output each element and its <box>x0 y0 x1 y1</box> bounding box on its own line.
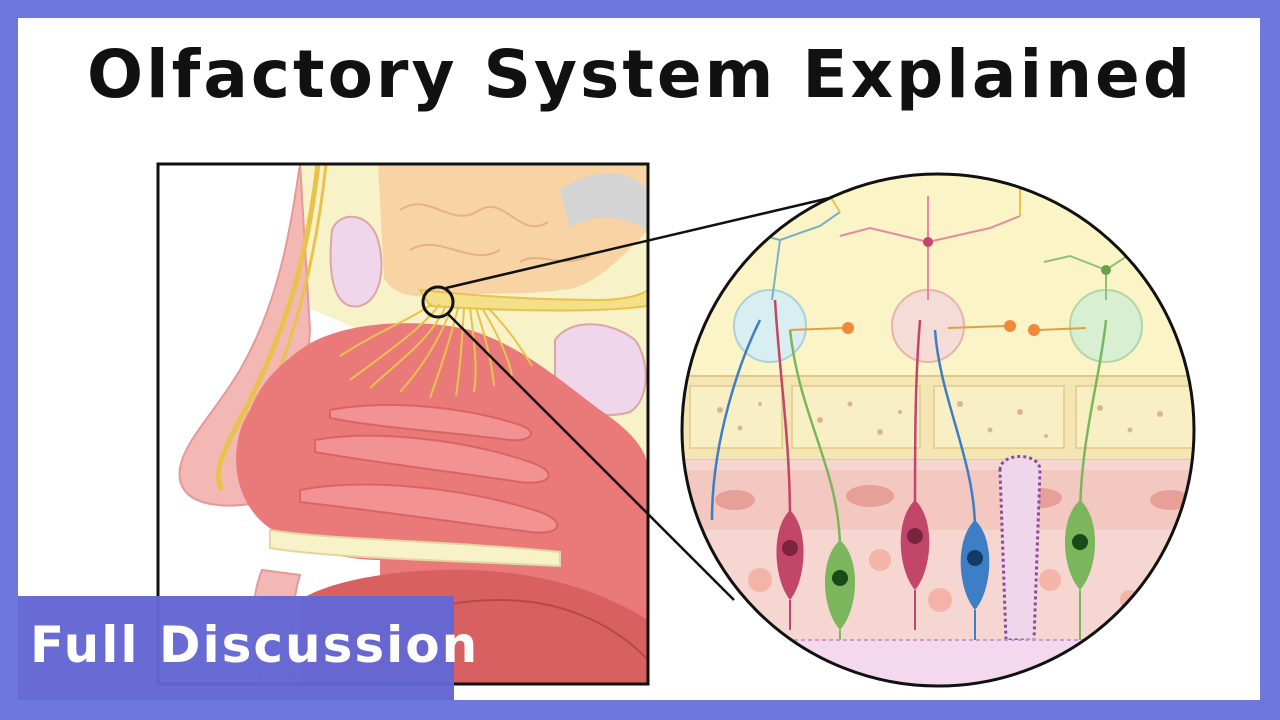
full-discussion-badge <box>18 596 454 700</box>
zoom-indicator-circle <box>421 285 455 319</box>
olfactory-nerve-fibers <box>339 303 533 399</box>
nasal-cavity-section <box>158 164 648 684</box>
zoom-line-bottom <box>447 313 735 601</box>
badge-label: Full Discussion <box>30 616 480 674</box>
glomerulus-red <box>891 289 965 363</box>
zoom-line-top <box>445 186 873 290</box>
olfactory-receptor-neurons <box>776 500 1096 630</box>
glomerulus-blue <box>733 289 807 363</box>
page-title: Olfactory System Explained <box>86 36 1194 113</box>
magnification-circle <box>680 172 1196 688</box>
magnified-epithelium <box>682 174 1194 686</box>
